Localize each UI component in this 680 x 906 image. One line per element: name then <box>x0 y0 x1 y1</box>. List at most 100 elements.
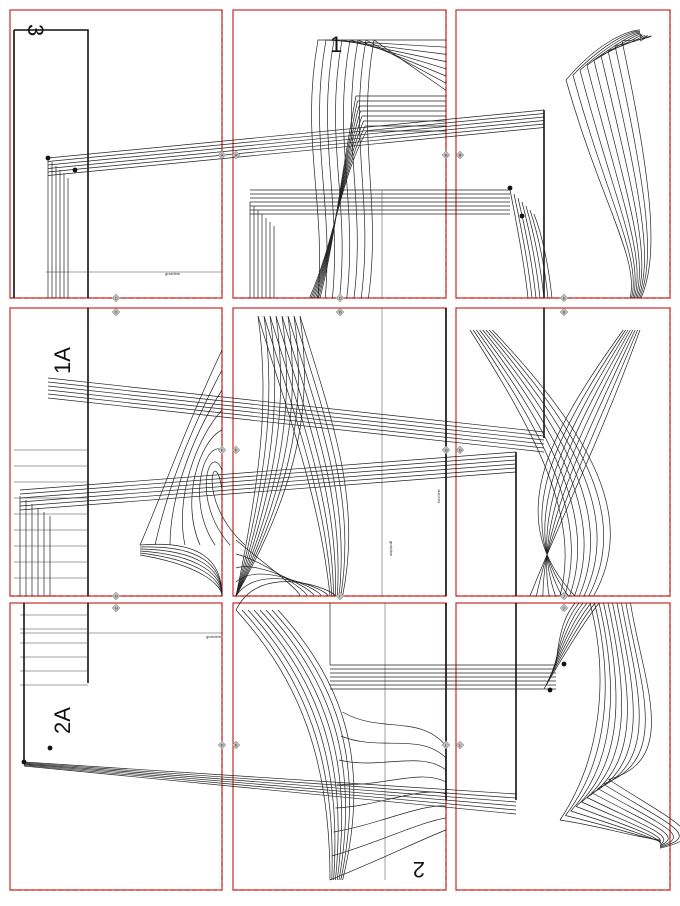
pattern-line <box>570 602 611 812</box>
pattern-line <box>607 50 645 299</box>
pattern-line <box>340 735 447 759</box>
pattern-line <box>47 389 545 445</box>
pattern-line <box>488 329 604 597</box>
marker-diamond <box>335 293 345 303</box>
pattern-line <box>600 34 643 56</box>
pattern-line <box>536 329 638 597</box>
pattern-line <box>593 33 641 61</box>
pattern-line <box>331 817 447 857</box>
pattern-line <box>47 393 545 449</box>
pattern-line <box>546 329 631 597</box>
pattern-line <box>47 385 545 441</box>
pattern-line <box>309 130 367 299</box>
pattern-line <box>253 609 339 881</box>
marker-diamond <box>441 445 451 455</box>
pattern-line <box>542 329 636 597</box>
grainline-label-a: grainline <box>165 271 181 276</box>
pattern-line <box>545 602 596 686</box>
pattern-line <box>259 609 343 881</box>
piece-label-1a: 1A <box>50 347 75 374</box>
pattern-line <box>576 806 661 843</box>
pattern-line <box>247 609 336 881</box>
pattern-line <box>139 552 223 597</box>
pattern-line <box>47 109 545 159</box>
marker-diamond <box>441 740 451 750</box>
marker-letter: C <box>115 309 118 314</box>
pattern-line <box>333 805 447 833</box>
pattern-line <box>547 602 592 682</box>
marker-letter: J <box>563 605 565 610</box>
pattern-line <box>572 75 634 299</box>
marker-diamond <box>217 740 227 750</box>
pattern-line <box>23 763 517 803</box>
marker-letter: G <box>445 447 448 452</box>
pattern-line <box>327 39 447 299</box>
pattern-line <box>47 123 545 173</box>
pattern-line <box>182 409 223 546</box>
pattern-line <box>235 315 293 597</box>
pattern-line <box>299 315 350 597</box>
pattern-line <box>19 463 517 503</box>
pattern-line <box>570 810 661 843</box>
pattern-line <box>359 39 447 299</box>
pattern-line <box>293 315 346 597</box>
alignment-marker: F <box>217 445 227 455</box>
fold-label: fold line <box>436 488 441 503</box>
pattern-line <box>572 30 641 76</box>
pattern-line <box>541 329 626 597</box>
marker-letter: L <box>445 742 448 747</box>
pattern-line <box>544 329 629 597</box>
pattern-line <box>533 213 553 299</box>
alignment-marker: E <box>559 307 569 317</box>
pattern-line <box>525 205 545 299</box>
pattern-line <box>311 39 446 299</box>
pattern-line <box>513 193 533 299</box>
marker-letter: E <box>563 309 566 314</box>
tile-frame <box>9 602 223 891</box>
pattern-line <box>586 602 628 798</box>
pattern-line <box>47 377 545 433</box>
marker-letter: F <box>235 447 238 452</box>
pattern-line <box>275 315 336 597</box>
marker-diamond <box>231 740 241 750</box>
marker-diamond <box>111 591 121 601</box>
pattern-line <box>263 315 333 597</box>
pattern-line <box>19 459 517 499</box>
marker-diamond <box>559 293 569 303</box>
pattern-line <box>592 792 669 846</box>
pattern-line <box>23 764 517 811</box>
alignment-marker: C <box>111 293 121 303</box>
alignment-marker: C <box>111 307 121 317</box>
pattern-line <box>19 471 517 511</box>
pattern-line <box>600 55 643 299</box>
pattern-line <box>235 573 322 597</box>
pattern-line <box>139 550 223 597</box>
marker-letter: B <box>445 152 448 157</box>
pattern-line <box>603 602 646 785</box>
marker-diamond <box>111 307 121 317</box>
marker-letter: H <box>115 605 118 610</box>
pattern-lines <box>13 29 680 881</box>
pattern-line <box>47 381 545 437</box>
notch-dot <box>21 759 27 765</box>
pattern-line <box>277 609 355 881</box>
pattern-line <box>581 602 622 803</box>
pattern-line <box>469 329 566 597</box>
alignment-marker: B <box>441 150 451 160</box>
marker-diamond <box>455 445 465 455</box>
marker-letter: B <box>459 152 462 157</box>
pattern-line <box>472 329 572 597</box>
alignment-marker: A <box>217 150 227 160</box>
pattern-line <box>139 554 223 597</box>
pattern-line <box>23 765 517 815</box>
notch-dot <box>561 661 567 667</box>
marker-diamond <box>217 445 227 455</box>
pattern-line <box>581 801 662 844</box>
pattern-line <box>269 315 334 597</box>
marker-diamond <box>111 293 121 303</box>
pattern-line <box>608 602 652 780</box>
pattern-line <box>235 315 282 597</box>
piece-label-2a: 2A <box>50 707 75 734</box>
pattern-line <box>257 315 331 597</box>
alignment-marker: D <box>335 307 345 317</box>
